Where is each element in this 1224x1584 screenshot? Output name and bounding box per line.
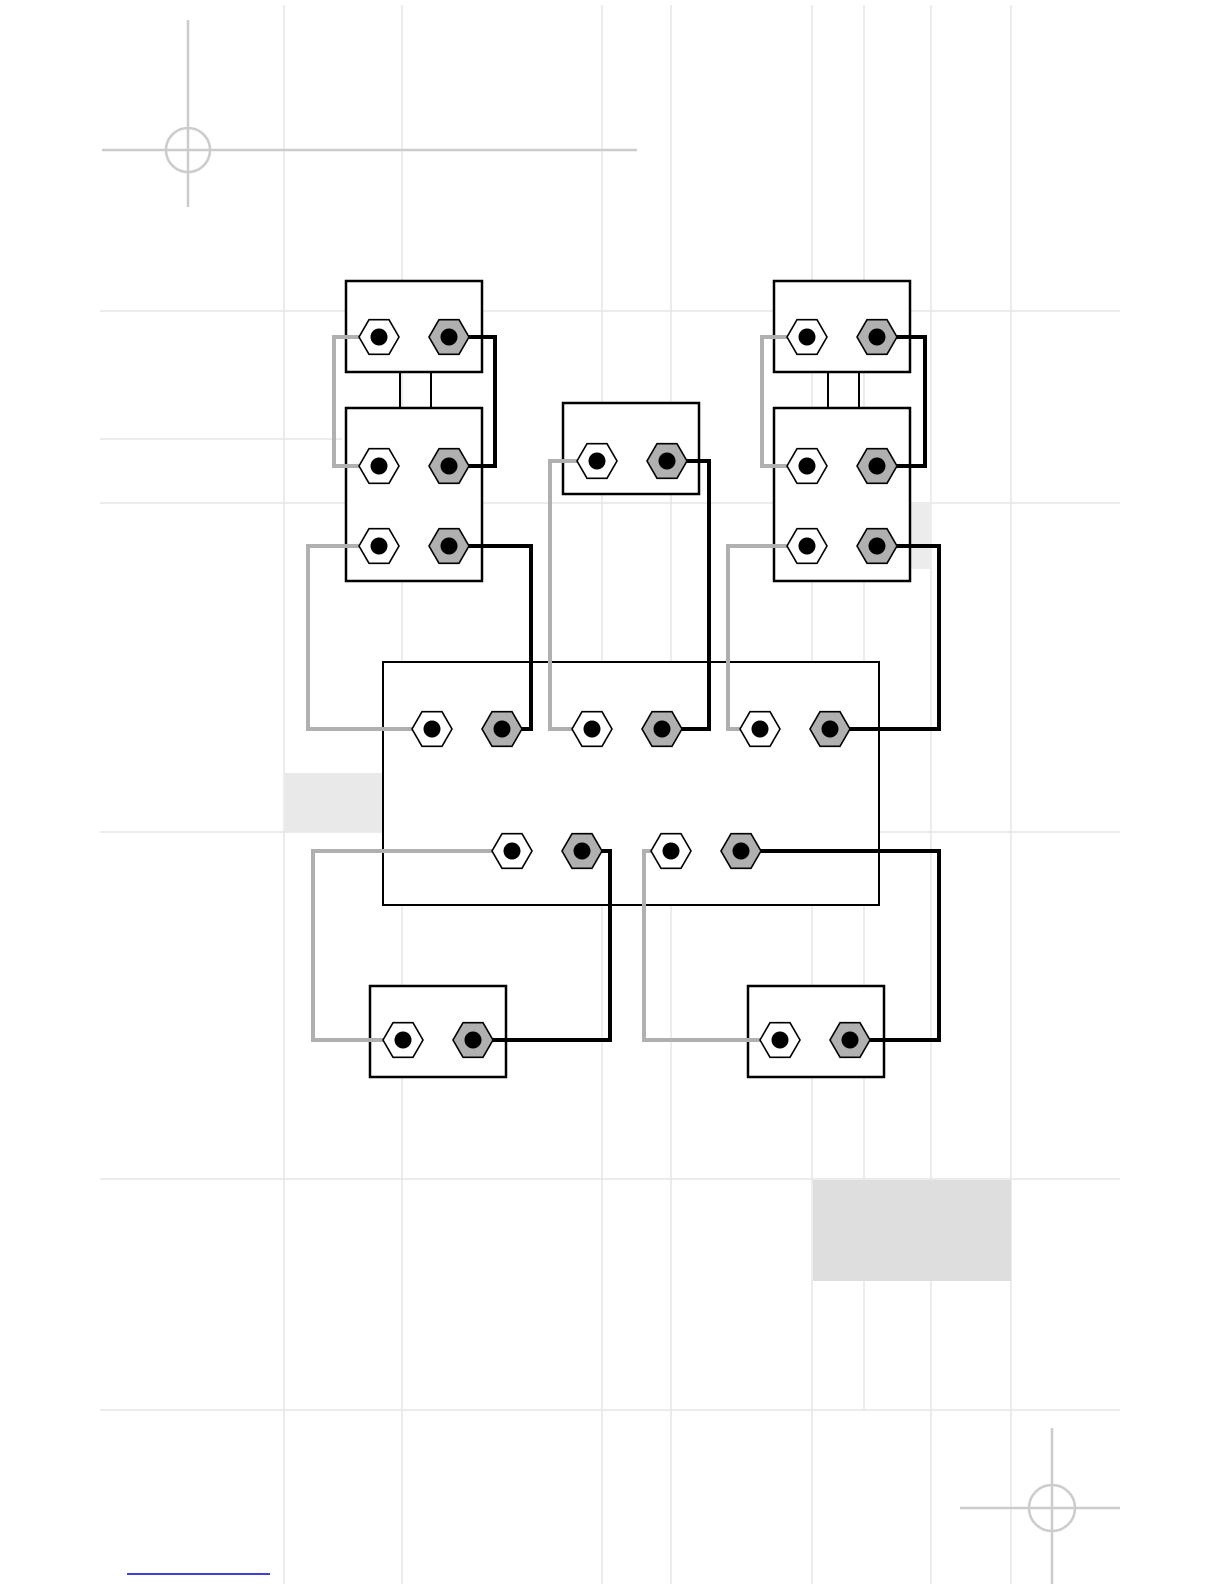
- registration-mark-icon: [960, 1428, 1120, 1584]
- grid-block: [813, 1180, 1011, 1281]
- grid-block: [285, 773, 385, 832]
- grid-block: [910, 503, 932, 569]
- registration-mark-icon: [102, 20, 637, 207]
- receiver: [383, 662, 879, 905]
